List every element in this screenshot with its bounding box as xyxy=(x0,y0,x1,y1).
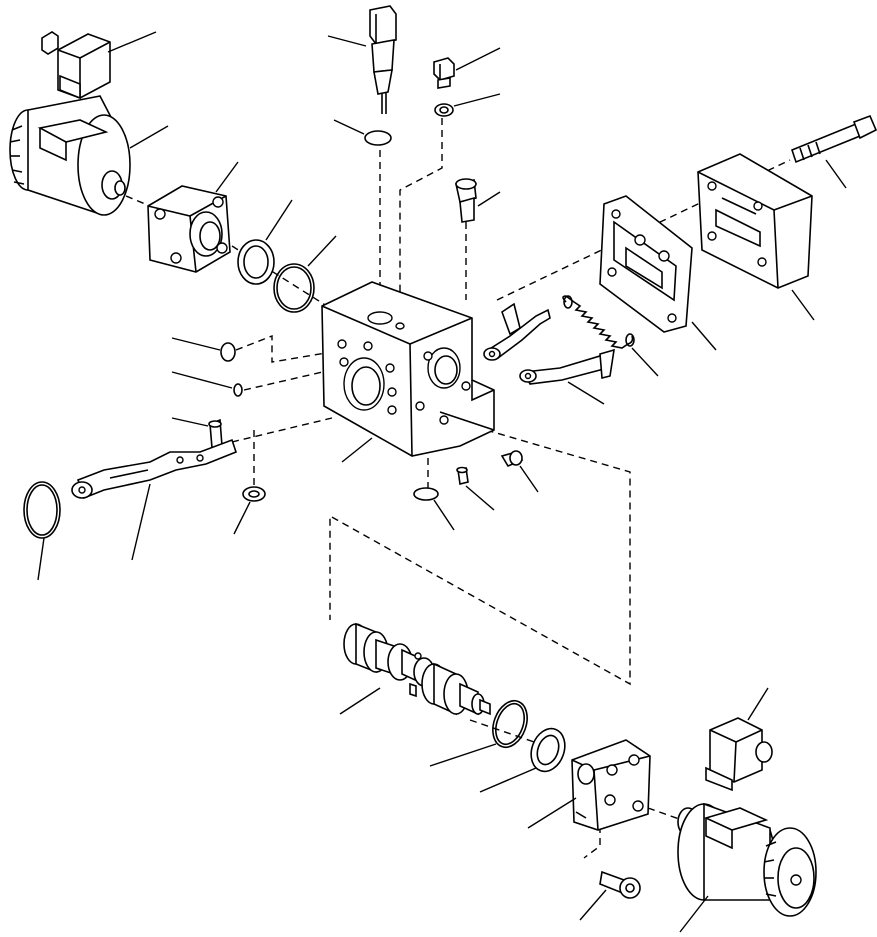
socket-head-screw-top xyxy=(455,178,501,223)
plug-screw xyxy=(433,47,501,89)
dowel-pin xyxy=(456,466,495,511)
flange-plate-upper xyxy=(147,161,239,273)
cover-block xyxy=(697,153,815,321)
gasket-plate xyxy=(599,195,717,351)
long-bolt xyxy=(791,114,877,189)
tension-spring xyxy=(562,295,659,377)
screw-side xyxy=(500,450,539,493)
o-ring-spool xyxy=(429,699,528,767)
spool xyxy=(339,622,491,716)
solenoid-coil-lower xyxy=(677,802,817,933)
solenoid-connector-upper xyxy=(41,31,157,100)
o-ring-upper xyxy=(273,235,337,313)
relief-valve-cartridge xyxy=(327,5,397,114)
valve-body xyxy=(321,281,495,463)
large-o-ring xyxy=(23,481,61,581)
o-ring-bottom xyxy=(413,487,455,531)
backup-ring-upper xyxy=(237,199,293,285)
flange-plate-lower xyxy=(527,739,651,831)
washer xyxy=(434,93,501,117)
o-ring-cartridge xyxy=(333,119,392,146)
backup-ring-spool xyxy=(479,727,566,793)
screw-bottom xyxy=(579,870,641,921)
sealing-washer xyxy=(233,486,266,535)
solenoid-coil-upper xyxy=(9,95,169,216)
actuating-lever xyxy=(71,438,237,561)
o-ring-small-b xyxy=(171,371,243,397)
lever-upper xyxy=(483,302,551,361)
pin xyxy=(171,417,223,449)
solenoid-connector-lower xyxy=(705,687,773,792)
o-ring-small-a xyxy=(171,337,236,362)
lever-lower xyxy=(519,348,615,405)
